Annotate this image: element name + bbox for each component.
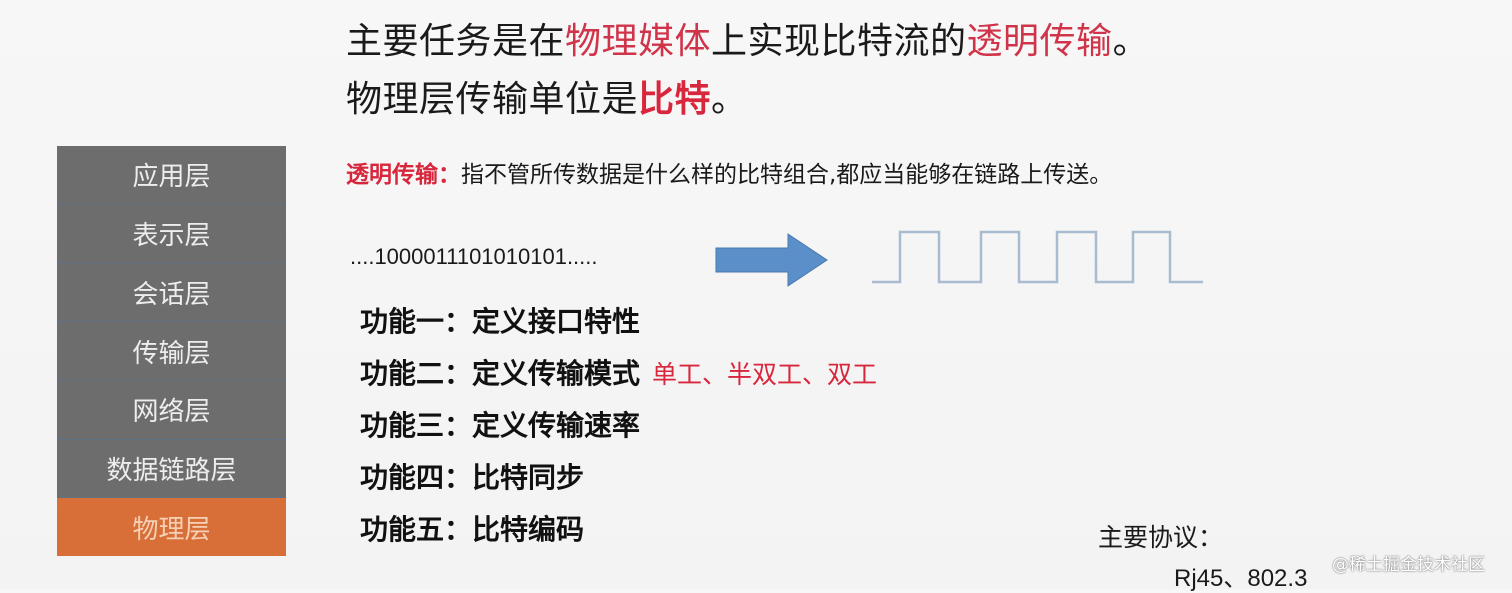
square-waveform	[872, 230, 1203, 284]
function-desc: 比特同步	[472, 461, 585, 494]
function-desc: 定义传输模式	[472, 357, 641, 390]
headline-highlight-transparent: 透明传输	[966, 21, 1113, 62]
definition: 透明传输：指不管所传数据是什么样的比特组合,都应当能够在链路上传送。	[346, 155, 1112, 189]
function-label: 功能五：	[360, 513, 473, 546]
osi-layer-physical: 物理层	[57, 498, 286, 557]
function-label: 功能四：	[360, 461, 473, 494]
function-desc: 比特编码	[472, 513, 585, 546]
protocols-value: Rj45、802.3	[1174, 565, 1308, 592]
function-item: 功能四：比特同步	[360, 458, 877, 510]
headline-seg: 。	[711, 79, 748, 120]
headline-seg: 主要任务是在	[346, 21, 566, 62]
function-item: 功能一：定义接口特性	[360, 302, 877, 354]
osi-layer-session: 会话层	[57, 263, 286, 323]
function-label: 功能二：	[360, 357, 473, 390]
osi-layer-presentation: 表示层	[57, 204, 286, 264]
definition-term: 透明传输：	[346, 162, 461, 188]
function-label: 功能三：	[360, 409, 473, 442]
osi-layer-transport: 传输层	[57, 322, 286, 381]
bitstream-text: ....1000011101010101.....	[350, 244, 598, 269]
transmission-modes-note: 单工、半双工、双工	[652, 360, 878, 389]
function-list: 功能一：定义接口特性 功能二：定义传输模式单工、半双工、双工 功能三：定义传输速…	[360, 302, 877, 562]
function-item: 功能二：定义传输模式单工、半双工、双工	[360, 354, 877, 406]
osi-layer-data-link: 数据链路层	[57, 439, 286, 499]
function-desc: 定义接口特性	[472, 305, 641, 338]
osi-layer-stack: 应用层 表示层 会话层 传输层 网络层 数据链路层 物理层	[57, 146, 286, 557]
headline-highlight-bit: 比特	[638, 79, 712, 120]
headline-highlight-physical-media: 物理媒体	[565, 21, 712, 62]
osi-layer-network: 网络层	[57, 380, 286, 440]
headline-line-2: 物理层传输单位是比特。	[346, 78, 748, 122]
function-label: 功能一：	[360, 305, 473, 338]
function-item: 功能三：定义传输速率	[360, 406, 877, 458]
osi-layer-application: 应用层	[57, 146, 286, 205]
right-arrow-icon	[715, 233, 828, 287]
headline-seg: 。	[1112, 21, 1150, 62]
watermark: @稀土掘金技术社区	[1332, 555, 1485, 575]
headline-seg: 上实现比特流的	[711, 21, 967, 62]
definition-text: 指不管所传数据是什么样的比特组合,都应当能够在链路上传送。	[461, 162, 1113, 188]
function-item: 功能五：比特编码	[360, 510, 877, 562]
headline-line-1: 主要任务是在物理媒体上实现比特流的透明传输。	[346, 20, 1149, 64]
protocols-label: 主要协议：	[1098, 523, 1224, 552]
function-desc: 定义传输速率	[472, 409, 641, 442]
headline-seg: 物理层传输单位是	[346, 79, 639, 120]
